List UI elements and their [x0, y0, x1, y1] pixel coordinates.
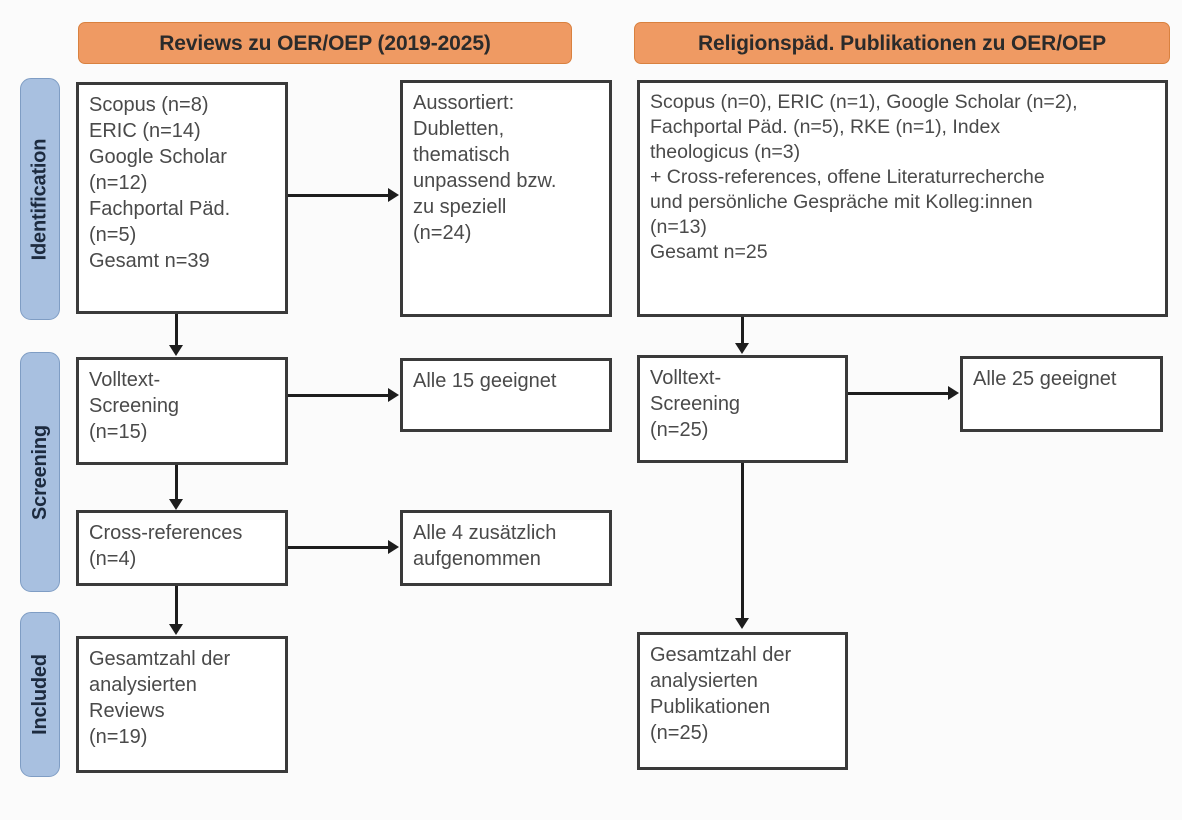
- box-line: Screening: [89, 395, 180, 417]
- column-header-right-label: Religionspäd. Publikationen zu OER/OEP: [697, 31, 1107, 55]
- box-line: (n=13): [650, 215, 707, 238]
- arrowhead-left-identification-to-screening: [169, 345, 183, 356]
- connector-right-screening-to-result: [848, 392, 948, 395]
- box-line: Scopus (n=0), ERIC (n=1), Google Scholar…: [650, 91, 1078, 113]
- box-line: Scopus (n=8): [89, 94, 209, 116]
- box-line: Cross-references: [89, 522, 243, 544]
- connector-left-identification-to-excluded: [288, 194, 388, 197]
- connector-left-identification-to-screening: [175, 314, 178, 345]
- box-line: Gesamt n=39: [89, 250, 210, 272]
- box-line: Aussortiert:: [413, 92, 515, 114]
- box-left-identification: Scopus (n=8) ERIC (n=14) Google Scholar …: [76, 82, 288, 314]
- box-line: Alle 15 geeignet: [413, 370, 557, 392]
- arrowhead-right-screening-to-included: [735, 618, 749, 629]
- box-line: Publikationen: [650, 696, 771, 718]
- box-line: Alle 4 zusätzlich: [413, 522, 557, 544]
- arrowhead-right-identification-to-screening: [735, 343, 749, 354]
- box-line: Dubletten,: [413, 118, 505, 140]
- arrowhead-left-crossreferences-to-included: [169, 624, 183, 635]
- box-left-screening-result: Alle 15 geeignet: [400, 358, 612, 432]
- box-line: Fachportal Päd. (n=5), RKE (n=1), Index: [650, 115, 1001, 138]
- box-line: Fachportal Päd.: [89, 198, 231, 220]
- box-line: (n=19): [89, 726, 148, 748]
- arrowhead-left-identification-to-excluded: [388, 188, 399, 202]
- box-line: Screening: [650, 393, 741, 415]
- stage-pill-included-label: Included: [28, 654, 51, 735]
- box-line: (n=24): [413, 222, 472, 244]
- box-line: Gesamtzahl der: [89, 648, 231, 670]
- box-line: (n=4): [89, 548, 137, 570]
- box-line: thematisch: [413, 144, 510, 166]
- box-left-included: Gesamtzahl der analysierten Reviews (n=1…: [76, 636, 288, 773]
- box-line: Volltext-: [650, 367, 722, 389]
- column-header-left-label: Reviews zu OER/OEP (2019-2025): [159, 31, 491, 55]
- box-line: (n=25): [650, 722, 709, 744]
- stage-pill-identification: Identification: [20, 78, 60, 320]
- box-line: Gesamtzahl der: [650, 644, 792, 666]
- box-right-screening-result: Alle 25 geeignet: [960, 356, 1163, 432]
- box-line: ERIC (n=14): [89, 120, 201, 142]
- box-left-crossreferences-result: Alle 4 zusätzlich aufgenommen: [400, 510, 612, 586]
- box-line: analysierten: [89, 674, 197, 696]
- box-line: analysierten: [650, 670, 758, 692]
- box-line: (n=5): [89, 224, 137, 246]
- box-line: Volltext-: [89, 369, 161, 391]
- box-right-included: Gesamtzahl der analysierten Publikatione…: [637, 632, 848, 770]
- box-right-screening: Volltext- Screening (n=25): [637, 355, 848, 463]
- connector-right-identification-to-screening: [741, 317, 744, 343]
- stage-pill-screening-label: Screening: [28, 424, 51, 520]
- box-line: Alle 25 geeignet: [973, 368, 1117, 390]
- box-line: aufgenommen: [413, 548, 541, 570]
- box-line: unpassend bzw.: [413, 170, 557, 192]
- box-line: und persönliche Gespräche mit Kolleg:inn…: [650, 190, 1033, 213]
- stage-pill-identification-label: Identification: [28, 138, 51, 260]
- box-line: (n=25): [650, 419, 709, 441]
- box-left-crossreferences: Cross-references (n=4): [76, 510, 288, 586]
- arrowhead-right-screening-to-result: [948, 386, 959, 400]
- box-left-screening: Volltext- Screening (n=15): [76, 357, 288, 465]
- box-line: Gesamt n=25: [650, 240, 768, 263]
- connector-right-screening-to-included: [741, 463, 744, 618]
- arrowhead-left-crossreferences-to-result: [388, 540, 399, 554]
- stage-pill-screening: Screening: [20, 352, 60, 592]
- arrowhead-left-screening-to-result: [388, 388, 399, 402]
- box-line: Reviews: [89, 700, 165, 722]
- column-header-left: Reviews zu OER/OEP (2019-2025): [78, 22, 572, 64]
- box-line: theologicus (n=3): [650, 140, 801, 163]
- connector-left-screening-to-result: [288, 394, 388, 397]
- box-line: + Cross-references, offene Literaturrech…: [650, 165, 1045, 188]
- box-line: (n=12): [89, 172, 148, 194]
- column-header-right: Religionspäd. Publikationen zu OER/OEP: [634, 22, 1170, 64]
- arrowhead-left-screening-to-crossreferences: [169, 499, 183, 510]
- connector-left-screening-to-crossreferences: [175, 465, 178, 499]
- connector-left-crossreferences-to-result: [288, 546, 388, 549]
- connector-left-crossreferences-to-included: [175, 586, 178, 624]
- box-line: Google Scholar: [89, 146, 227, 168]
- box-line: (n=15): [89, 421, 148, 443]
- box-right-identification: Scopus (n=0), ERIC (n=1), Google Scholar…: [637, 80, 1168, 317]
- stage-pill-included: Included: [20, 612, 60, 777]
- box-left-excluded: Aussortiert: Dubletten, thematisch unpas…: [400, 80, 612, 317]
- box-line: zu speziell: [413, 196, 507, 218]
